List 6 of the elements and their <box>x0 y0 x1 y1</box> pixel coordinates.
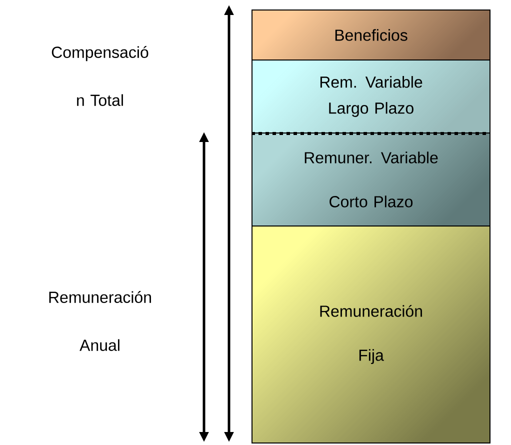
dimension-label: Compensació n Total <box>52 46 148 106</box>
stack-box: Beneficios <box>252 10 490 60</box>
stack-box: Remuner. Variable Corto Plazo <box>252 132 490 226</box>
dimension-label: Remuneración Anual <box>49 291 151 351</box>
stack-box: Rem. Variable Largo Plazo <box>252 60 490 134</box>
stack-box: Remuneración Fija <box>252 226 490 444</box>
